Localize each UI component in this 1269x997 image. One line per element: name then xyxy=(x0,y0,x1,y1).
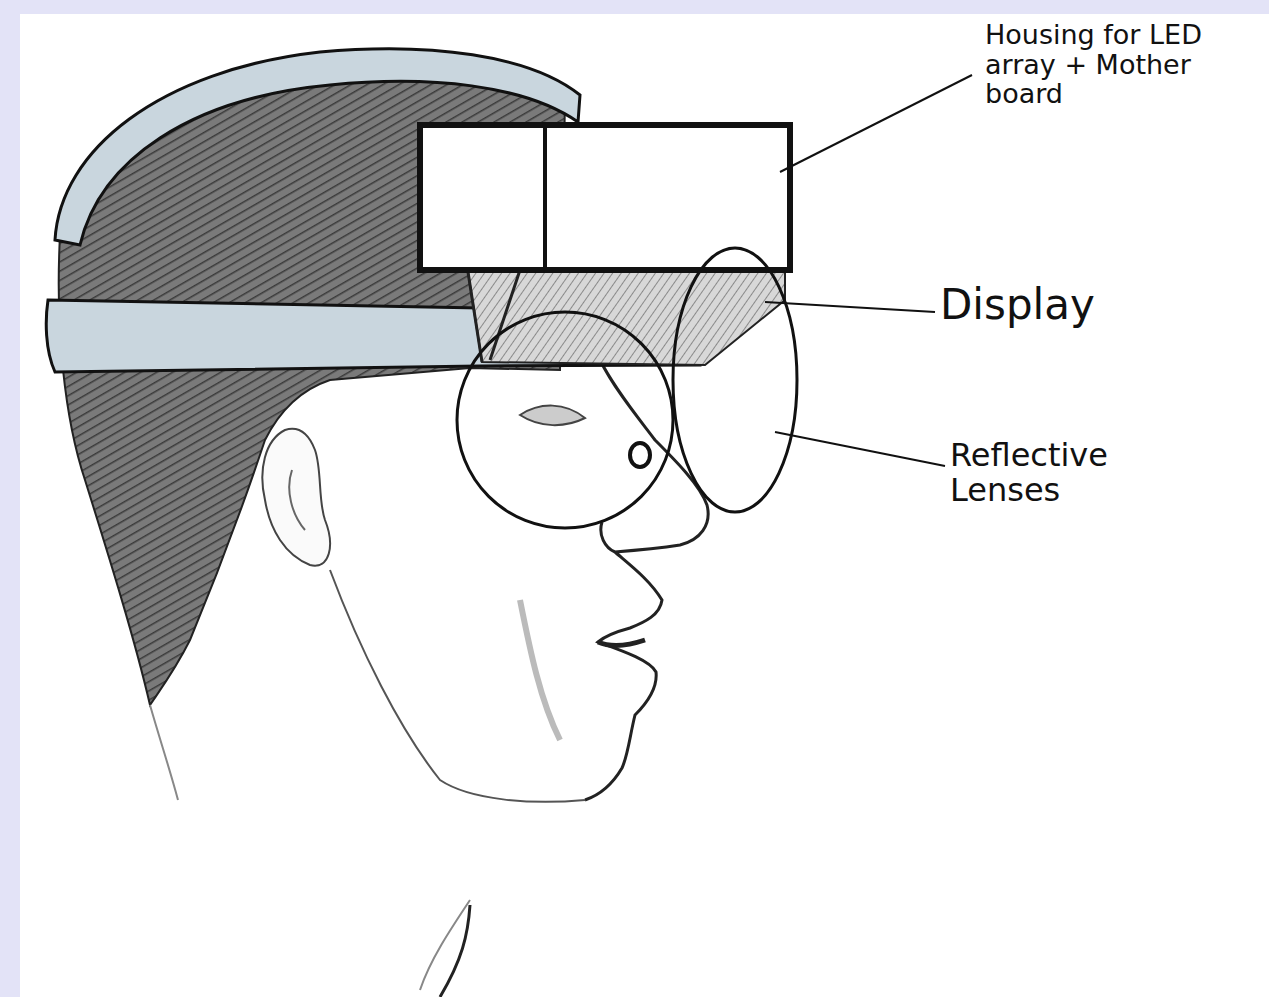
callout-label: Housing for LED array + Mother board xyxy=(985,20,1255,109)
mouth xyxy=(598,640,645,645)
leader-line xyxy=(765,302,935,312)
callout-label: Display xyxy=(940,282,1160,328)
leader-line xyxy=(780,75,972,172)
face-profile xyxy=(585,360,708,800)
cheek-shade xyxy=(520,600,560,740)
nose-bridge xyxy=(630,443,650,467)
neck-shade xyxy=(420,900,470,990)
display-edge xyxy=(468,270,520,362)
ear xyxy=(262,429,330,566)
housing-divider xyxy=(543,125,547,270)
ear-inner xyxy=(289,470,305,530)
neck-back xyxy=(150,705,178,800)
right-lens xyxy=(673,248,797,512)
jaw-line xyxy=(330,570,585,802)
callout-label: Reflective Lenses xyxy=(950,438,1150,508)
left-lens xyxy=(457,312,673,528)
neck-line xyxy=(440,905,470,997)
leader-line xyxy=(775,432,945,466)
eye xyxy=(520,406,585,426)
